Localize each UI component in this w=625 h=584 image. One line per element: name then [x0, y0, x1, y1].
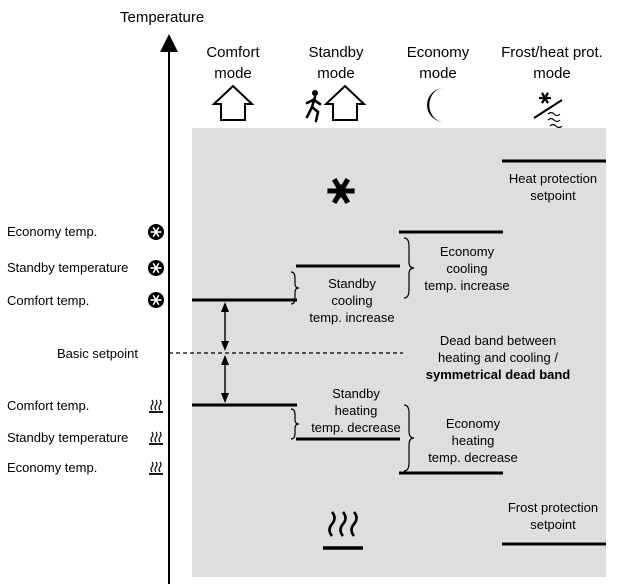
economy-heating-label-1: Economy — [446, 416, 501, 431]
mode-economy-line1: Economy — [407, 44, 470, 61]
mode-standby-line2: mode — [317, 65, 355, 82]
dead-band-label-1: Dead band between — [440, 333, 556, 348]
basic-setpoint-label: Basic setpoint — [57, 346, 138, 361]
dead-band-label-bold: symmetrical dead band — [426, 367, 571, 382]
economy-heating-label-3: temp. decrease — [428, 450, 518, 465]
standby-heating-label-3: temp. decrease — [311, 420, 401, 435]
heating-waves-icon — [323, 511, 363, 550]
standby-cooling-snowflake-icon — [147, 259, 165, 277]
standby-cooling-label-1: Standby — [328, 276, 376, 291]
axis-arrowhead — [160, 34, 178, 52]
economy-cooling-temp-label: Economy temp. — [7, 224, 97, 239]
mode-frost-line1: Frost/heat prot. — [501, 44, 603, 61]
crescent-moon-icon — [427, 88, 444, 122]
standby-cooling-temp-label: Standby temperature — [7, 260, 128, 275]
mode-standby-line1: Standby — [308, 44, 364, 61]
comfort-heating-temp-label: Comfort temp. — [7, 398, 89, 413]
comfort-cooling-temp-label: Comfort temp. — [7, 293, 89, 308]
standby-cooling-brace — [290, 271, 300, 305]
dead-band-label-2: heating and cooling / — [438, 350, 558, 365]
frost-protection-label-1: Frost protection — [508, 500, 598, 515]
standby-cooling-label-2: cooling — [331, 293, 372, 308]
mode-comfort-line2: mode — [214, 65, 252, 82]
snowflake-frost-heat-icon — [533, 91, 563, 129]
mode-economy-line2: mode — [419, 65, 457, 82]
standby-heating-brace — [290, 408, 300, 440]
heat-protection-label-2: setpoint — [530, 188, 576, 203]
economy-cooling-label-3: temp. increase — [424, 278, 509, 293]
dead-band-arrows — [221, 302, 229, 403]
mode-frost-line2: mode — [533, 65, 571, 82]
economy-heating-label-2: heating — [452, 433, 495, 448]
economy-heating-brace — [403, 404, 415, 472]
economy-heating-temp-label: Economy temp. — [7, 460, 97, 475]
standby-heating-waves-icon — [148, 431, 164, 445]
economy-cooling-brace — [403, 237, 415, 299]
standby-heating-label-2: heating — [335, 403, 378, 418]
frost-protection-label-2: setpoint — [530, 517, 576, 532]
standby-heating-label-1: Standby — [332, 386, 380, 401]
economy-cooling-snowflake-icon — [147, 223, 165, 241]
economy-cooling-label-2: cooling — [446, 261, 487, 276]
mode-comfort-line1: Comfort — [206, 44, 260, 61]
heat-protection-label-1: Heat protection — [509, 171, 597, 186]
cooling-snowflake-icon — [327, 179, 354, 202]
standby-cooling-label-3: temp. increase — [309, 310, 394, 325]
standby-heating-temp-label: Standby temperature — [7, 430, 128, 445]
economy-cooling-label-1: Economy — [440, 244, 495, 259]
temperature-band — [192, 128, 606, 577]
axis-title: Temperature — [120, 9, 204, 26]
economy-heating-waves-icon — [148, 461, 164, 475]
house-icon — [211, 84, 255, 121]
comfort-cooling-snowflake-icon — [147, 291, 165, 309]
running-person-house-icon — [305, 84, 367, 123]
comfort-heating-waves-icon — [148, 399, 164, 413]
